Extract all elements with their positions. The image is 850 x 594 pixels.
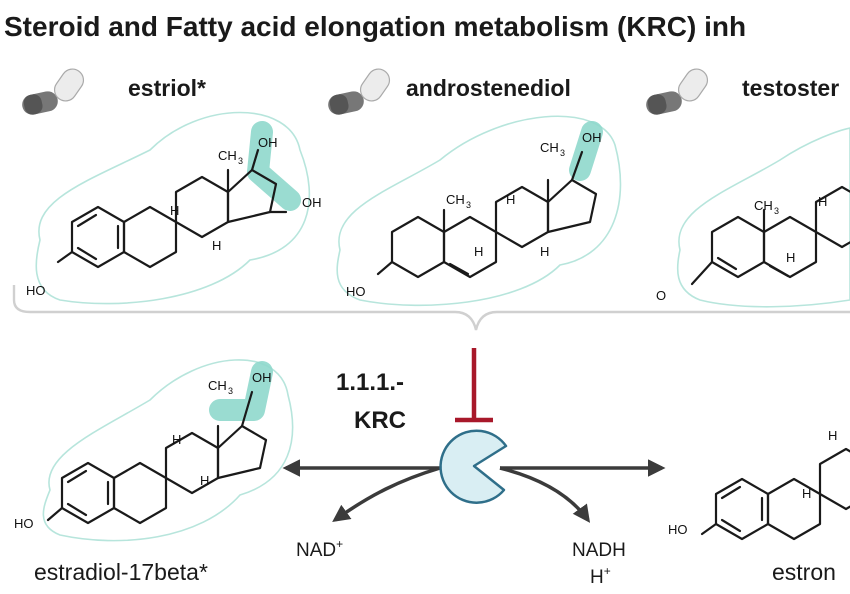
- estrone-molecule: [700, 440, 850, 541]
- atom-label: CH: [540, 140, 559, 155]
- atom-label: HO: [26, 283, 46, 298]
- inhibitor-testosterone: testoster O CH 3 H H: [646, 68, 850, 308]
- estriol-molecule: [56, 148, 288, 269]
- atom-label: H: [474, 244, 483, 259]
- atom-label: CH: [754, 198, 773, 213]
- atom-label: HO: [668, 522, 688, 537]
- atom-label: H: [200, 473, 209, 488]
- cofactor-arrow-right: [499, 466, 591, 523]
- pill-icon: [328, 68, 391, 115]
- enzyme-icon: [439, 429, 508, 504]
- atom-label: H: [506, 192, 515, 207]
- atom-label: H: [212, 238, 221, 253]
- testosterone-molecule: [690, 178, 850, 286]
- atom-label: H: [172, 432, 181, 447]
- atom-label: 3: [774, 206, 779, 216]
- atom-label: CH: [446, 192, 465, 207]
- atom-label: OH: [258, 135, 278, 150]
- atom-label: H: [786, 250, 795, 265]
- inhibitor-brace: [12, 285, 850, 331]
- atom-label: H: [828, 428, 837, 443]
- inhibitor-estriol: estriol* HO CH 3 OH OH H H: [22, 68, 322, 305]
- atom-label: 3: [228, 386, 233, 396]
- pill-icon: [646, 68, 709, 115]
- inhibitor-label: androstenediol: [406, 75, 571, 101]
- molecule-halo: [676, 127, 850, 308]
- atom-label: HO: [346, 284, 366, 299]
- molecule-halo: [336, 115, 622, 307]
- substrate-estradiol: HO CH 3 OH H H estradiol-17beta*: [14, 359, 294, 585]
- atom-label: CH: [208, 378, 227, 393]
- cofactor-nadh: NADH: [572, 540, 626, 561]
- atom-label: 3: [466, 200, 471, 210]
- hydroxyl-highlight: [569, 121, 603, 181]
- substrate-name: estradiol-17beta*: [34, 559, 208, 585]
- atom-label: H: [540, 244, 549, 259]
- atom-label: 3: [560, 148, 565, 158]
- cofactor-arrow-left: [332, 466, 441, 523]
- inhibitor-androstenediol: androstenediol HO CH 3 CH 3 OH H H H: [328, 68, 622, 307]
- molecule-halo: [35, 111, 311, 305]
- atom-label: O: [656, 288, 666, 303]
- product-estrone: HO H H estron: [668, 428, 850, 585]
- atom-label: OH: [252, 370, 272, 385]
- enzyme-ec-number: 1.1.1.-: [336, 369, 404, 396]
- inhibitor-label: testoster: [742, 75, 839, 101]
- androstenediol-molecule: [376, 150, 598, 279]
- atom-label: OH: [582, 130, 602, 145]
- atom-label: HO: [14, 516, 34, 531]
- page-title: Steroid and Fatty acid elongation metabo…: [4, 11, 746, 42]
- atom-label: CH: [218, 148, 237, 163]
- product-name: estron: [772, 559, 836, 585]
- estradiol-molecule: [46, 390, 268, 525]
- atom-label: 3: [238, 156, 243, 166]
- atom-label: H: [818, 194, 827, 209]
- pill-icon: [22, 68, 85, 115]
- inhibitor-label: estriol*: [128, 75, 206, 101]
- atom-label: OH: [302, 195, 322, 210]
- hydroxyl-highlight: [247, 121, 301, 211]
- atom-label: H: [170, 203, 179, 218]
- molecule-halo: [42, 359, 294, 542]
- hydroxyl-highlight: [209, 361, 273, 421]
- atom-label: H: [802, 486, 811, 501]
- cofactor-nad: NAD+: [296, 537, 343, 561]
- enzyme-name: KRC: [354, 407, 406, 434]
- cofactor-h: H+: [590, 564, 611, 588]
